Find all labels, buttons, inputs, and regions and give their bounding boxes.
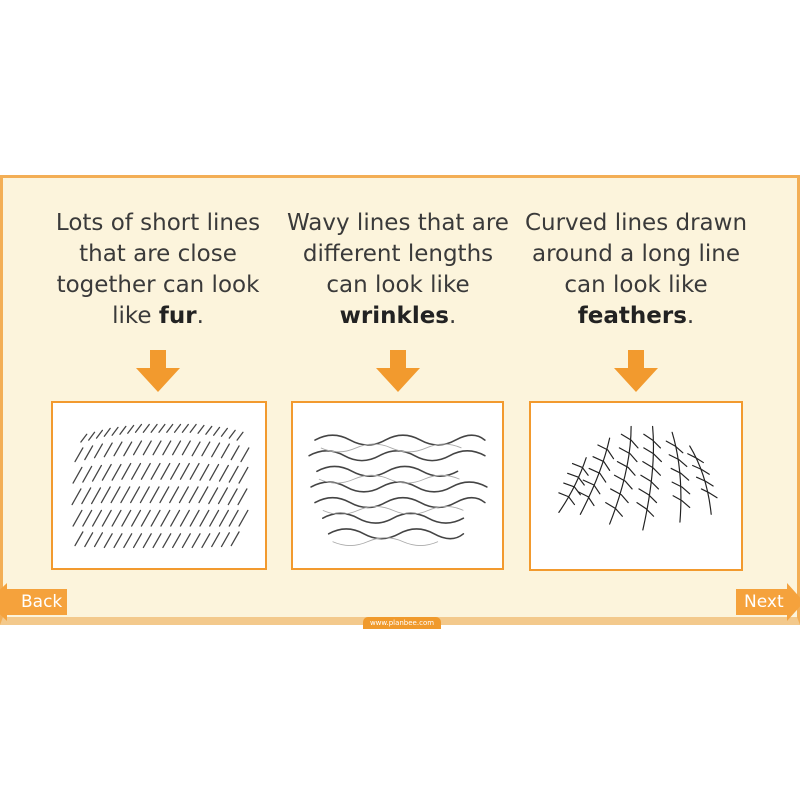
- caption-fur-text: Lots of short lines that are close toget…: [55, 210, 261, 329]
- caption-wrinkles-bold: wrinkles: [339, 303, 449, 329]
- arrow-down-icon: [136, 350, 180, 392]
- fur-example-panel: [51, 401, 267, 570]
- arrow-down-icon: [376, 350, 420, 392]
- wrinkles-example-panel: [291, 401, 504, 570]
- caption-wrinkles: Wavy lines that are different lengths ca…: [283, 208, 513, 332]
- caption-fur: Lots of short lines that are close toget…: [43, 208, 273, 332]
- caption-feathers-end: .: [686, 303, 695, 329]
- caption-wrinkles-text: Wavy lines that are different lengths ca…: [287, 210, 509, 298]
- slide: Lots of short lines that are close toget…: [0, 175, 800, 629]
- back-button[interactable]: Back: [0, 583, 67, 621]
- caption-fur-end: .: [196, 303, 204, 329]
- feathers-example-panel: [529, 401, 743, 571]
- wrinkles-texture-image: [308, 434, 488, 546]
- caption-feathers: Curved lines drawn around a long line ca…: [521, 208, 751, 332]
- back-button-label: Back: [21, 592, 63, 612]
- caption-feathers-text: Curved lines drawn around a long line ca…: [524, 210, 748, 298]
- caption-wrinkles-end: .: [449, 303, 457, 329]
- website-link[interactable]: www.planbee.com: [363, 617, 441, 629]
- arrow-down-icon: [614, 350, 658, 392]
- next-button[interactable]: Next: [736, 583, 800, 621]
- caption-feathers-bold: feathers: [577, 303, 687, 329]
- next-button-label: Next: [744, 592, 784, 612]
- website-url: www.planbee.com: [369, 619, 435, 627]
- caption-fur-bold: fur: [158, 303, 197, 329]
- fur-texture-image: [71, 423, 250, 549]
- feathers-texture-image: [558, 425, 718, 531]
